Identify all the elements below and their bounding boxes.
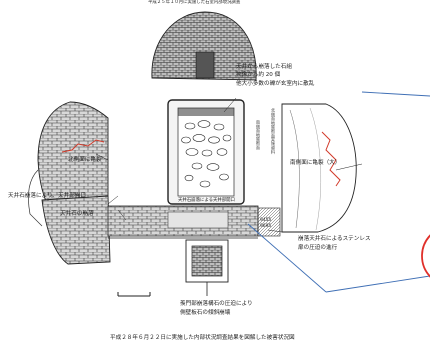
title-top: 平成２５年１０月に実施した石室内部現況調査 [148, 0, 241, 5]
chamber-plan [167, 99, 245, 205]
top-dome-elevation [151, 11, 257, 81]
scale-bar [117, 292, 151, 297]
leader-lines [95, 91, 430, 293]
ceiling-stones-note-3: 他大小多数の礫が玄室内に散乱 [236, 81, 315, 87]
south-crack-line [321, 131, 341, 187]
entrance-elevation [185, 239, 229, 296]
ceiling-opening-label: 天井石崩落により、天井部開口 [8, 193, 86, 199]
vertical-label-south: 南側面地質断面 [256, 120, 261, 150]
highlight-ring [421, 234, 430, 278]
south-wall-elevation [281, 103, 357, 233]
north-crack-label: 北側面に亀裂 [68, 157, 102, 163]
gate-stone-note-1: 羨門部崩落構石の圧迫により [180, 301, 253, 307]
vertical-label-north: 北側面地質断面実施資料 [271, 108, 276, 155]
north-crack-line [61, 139, 105, 153]
ceiling-stone-fall-label: 天井石の崩落 [60, 211, 94, 217]
left-lower-block [41, 195, 111, 265]
stainless-door-note-2: 扉の圧迫の進行 [298, 245, 338, 251]
level-value-1: 9455 [260, 218, 272, 223]
center-block-label: 天井石崩落による天井部開口 [178, 198, 235, 203]
gate-stone-note-2: 側壁板石の傾斜崩壊 [180, 310, 231, 316]
south-crack-label: 南側面に亀裂（大） [290, 160, 341, 166]
caption-bottom: 平成２８年６月２２日に実施した内部状況調査結果を図解した被害状況図 [110, 335, 295, 341]
level-value-2: 9695 [260, 224, 272, 229]
ceiling-stones-note-1: 天井から崩落した石組 [236, 64, 292, 70]
stainless-door-note-1: 崩落天井石によるステンレス [298, 236, 371, 242]
section-band [107, 205, 281, 239]
ceiling-stones-note-2: 物像から約 20 個 [236, 72, 281, 78]
